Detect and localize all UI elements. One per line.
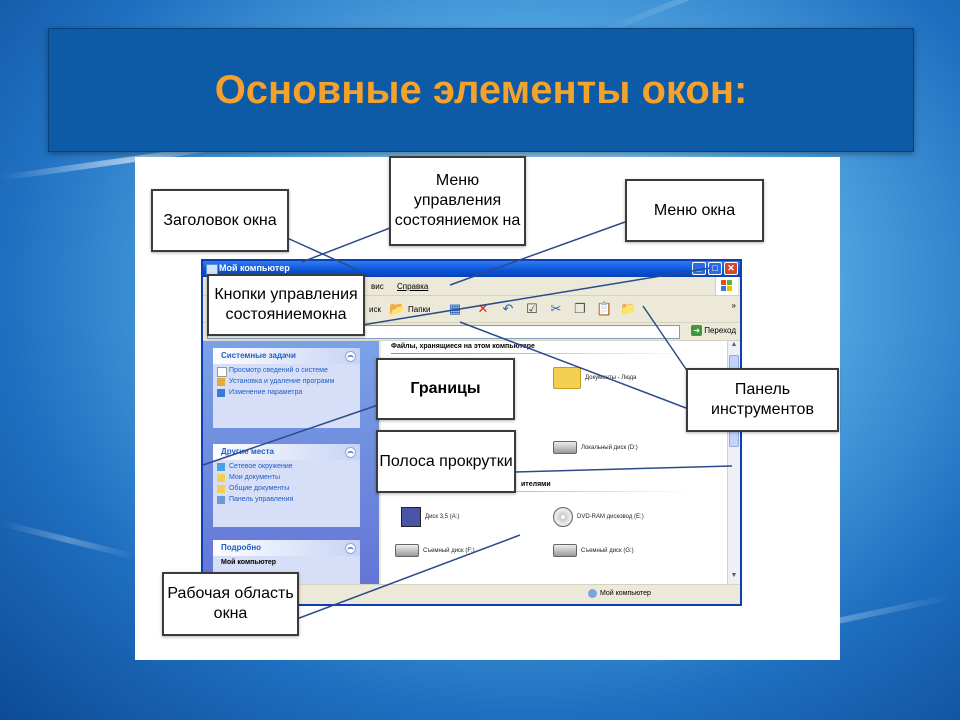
task-link[interactable]: Просмотр сведений о системе [213,366,360,377]
line-toolbar-b [642,305,691,376]
network-icon [217,463,225,471]
status-computer-icon [588,589,597,598]
details-title: Подробно [221,543,262,552]
paste-icon[interactable]: 📋 [596,301,613,316]
go-label: Переход [704,326,736,335]
callout-toolbar: Панель инструментов [686,368,839,432]
scroll-up-icon[interactable]: ▲ [730,341,738,348]
properties-icon[interactable]: ☑ [526,301,538,316]
go-button[interactable]: ➜ Переход [691,325,736,336]
collapse-icon[interactable]: ︽ [345,543,356,554]
callout-state-menu: Меню управления состояниемок на [389,156,526,246]
dvd-e[interactable]: DVD-RAM дисковод (E:) [553,507,644,527]
floppy-icon [401,507,421,527]
line-scrollbar [514,465,733,473]
line-state-buttons [349,267,711,328]
section-removable-header: ителями [521,481,551,488]
callout-window-menu: Меню окна [625,179,764,242]
callout-state-buttons: Кнопки управления состояниемокна [207,274,365,336]
other-places-title: Другие места [221,447,274,456]
folders-button-label[interactable]: Папки [408,305,431,314]
task-link[interactable]: Установка и удаление программ [213,377,360,386]
callout-borders: Границы [376,358,515,420]
delete-icon[interactable]: ✕ [477,301,489,316]
removable-f[interactable]: Съемный диск (F:) [395,544,475,557]
place-link[interactable]: Сетевое окружение [213,462,360,471]
status-bar: Мой компьютер [203,584,740,604]
line-title-bar [284,236,359,271]
info-icon [217,367,227,377]
close-button[interactable]: ✕ [724,262,738,275]
system-tasks-title: Системные задачи [221,351,296,360]
local-disk-d[interactable]: Локальный диск (D:) [553,441,638,454]
documents-folder[interactable]: Документы - Люда [553,367,636,389]
move-to-icon[interactable]: 📁 [620,301,637,316]
collapse-icon[interactable]: ︽ [345,447,356,458]
drive-icon [553,441,577,454]
menu-item-help[interactable]: Справка [397,282,429,291]
task-link[interactable]: Изменение параметра [213,388,360,397]
window-title: Мой компьютер [219,263,290,273]
views-icon[interactable]: ▦ [448,301,462,316]
callout-title-bar: Заголовок окна [151,189,289,252]
folder-icon [553,367,581,389]
floppy-a[interactable]: Диск 3,5 (A:) [401,507,459,527]
place-link[interactable]: Мои документы [213,473,360,482]
line-state-menu [301,227,391,263]
line-borders [202,404,379,466]
line-window-menu [449,221,626,286]
copy-icon[interactable]: ❐ [574,301,586,316]
callout-work-area: Рабочая область окна [162,572,299,636]
scroll-down-icon[interactable]: ▼ [730,572,738,579]
cut-icon[interactable]: ✂ [550,301,562,316]
search-button-label[interactable]: иск [369,305,381,314]
section-files-header: Файлы, хранящиеся на этом компьютере [391,343,535,350]
folders-icon[interactable]: 📂 [389,301,406,316]
collapse-icon[interactable]: ︽ [345,351,356,362]
drive-icon [553,544,577,557]
window-title-bar[interactable]: Мой компьютер _ □ ✕ [203,261,740,277]
slide-title-box: Основные элементы окон: [48,28,914,152]
details-text: Мой компьютер [221,559,277,566]
section-divider [391,491,691,492]
slide-title: Основные элементы окон: [214,67,748,112]
details-header[interactable]: Подробно ︽ [213,540,360,556]
windows-logo-icon [715,277,738,295]
chevron-more-icon[interactable]: » [731,301,736,310]
line-work-area [293,534,521,621]
documents-icon [217,474,225,482]
place-link[interactable]: Общие документы [213,484,360,493]
other-places-header[interactable]: Другие места ︽ [213,444,360,460]
line-toolbar-a [459,321,687,409]
system-tasks-box: Системные задачи ︽ Просмотр сведений о с… [213,348,360,428]
drive-icon [395,544,419,557]
undo-icon[interactable]: ↶ [502,301,514,316]
menu-item-service[interactable]: вис [371,282,384,291]
status-text: Мой компьютер [600,590,651,597]
removable-g[interactable]: Съемный диск (G:) [553,544,634,557]
cd-icon [553,507,573,527]
other-places-box: Другие места ︽ Сетевое окружение Мои док… [213,444,360,527]
system-tasks-header[interactable]: Системные задачи ︽ [213,348,360,364]
install-icon [217,378,225,386]
place-link[interactable]: Панель управления [213,495,360,504]
settings-icon [217,389,225,397]
control-panel-icon [217,496,225,504]
go-arrow-icon: ➜ [691,325,703,336]
shared-folder-icon [217,485,225,493]
callout-scrollbar: Полоса прокрутки [376,430,516,493]
